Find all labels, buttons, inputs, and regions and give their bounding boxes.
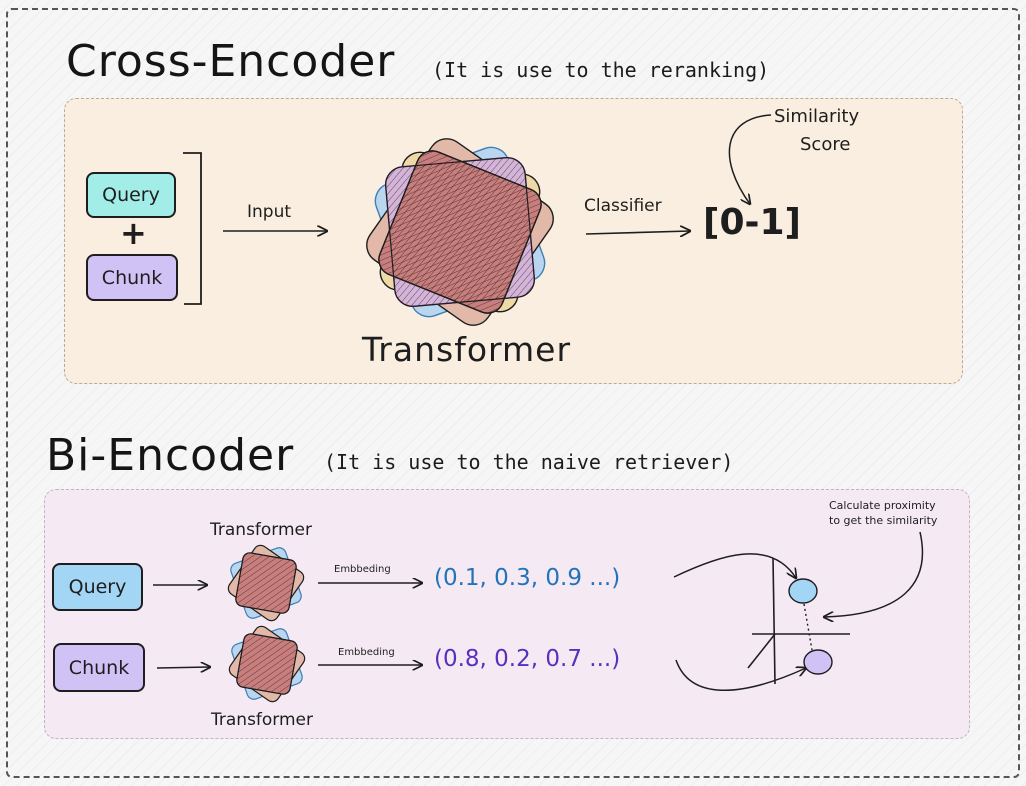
input-bracket xyxy=(183,152,202,305)
cross-transformer-label: Transformer xyxy=(362,330,572,369)
input-label: Input xyxy=(247,202,292,222)
bi-chunk-box: Chunk xyxy=(53,643,145,692)
plus-sign: + xyxy=(120,214,147,252)
cross-query-box: Query xyxy=(86,172,176,218)
score-range: [0-1] xyxy=(703,202,801,243)
bi-transformer-icon-chunk xyxy=(228,625,306,703)
query-to-point-arrow xyxy=(673,553,796,578)
chunk-vector: (0.8, 0.2, 0.7 ...) xyxy=(434,646,621,672)
bi-transformer-label-bottom: Transformer xyxy=(211,710,314,730)
bi-transformer-label-top: Transformer xyxy=(210,520,313,540)
cross-transformer-icon xyxy=(366,138,554,326)
proximity-note-line-2: to get the similarity xyxy=(829,514,938,527)
cross-encoder-title: Cross-Encoder xyxy=(66,36,396,87)
plot-diagonal xyxy=(747,633,776,669)
classifier-arrow xyxy=(585,231,690,234)
score-label: Score xyxy=(800,134,851,155)
proximity-note-line-1: Calculate proximity xyxy=(829,499,936,512)
proximity-note-arrow xyxy=(824,531,924,617)
bi-encoder-panel xyxy=(44,489,970,739)
similarity-label: Similarity xyxy=(774,106,860,127)
bi-encoder-subtitle: (It is use to the naive retriever) xyxy=(324,450,734,474)
chunk-to-point-arrow xyxy=(675,659,806,692)
bi-query-box: Query xyxy=(52,563,143,611)
plot-y-axis xyxy=(772,557,776,685)
embedding-label-query: Embbeding xyxy=(334,564,391,575)
query-point xyxy=(788,578,818,604)
bi-chunk-arrow xyxy=(156,667,210,668)
similarity-arrow xyxy=(728,114,772,204)
embedding-label-chunk: Embbeding xyxy=(338,647,395,658)
outer-frame xyxy=(6,8,1020,778)
proximity-dotted-line xyxy=(803,603,813,651)
query-vector: (0.1, 0.3, 0.9 ...) xyxy=(434,565,621,591)
cross-chunk-box: Chunk xyxy=(86,254,178,301)
bi-encoder-title: Bi-Encoder xyxy=(46,430,295,481)
cross-encoder-subtitle: (It is use to the reranking) xyxy=(432,58,770,82)
cross-encoder-panel xyxy=(64,98,963,384)
chunk-point xyxy=(803,649,833,675)
classifier-label: Classifier xyxy=(584,196,662,216)
bi-transformer-icon-query xyxy=(227,544,305,622)
